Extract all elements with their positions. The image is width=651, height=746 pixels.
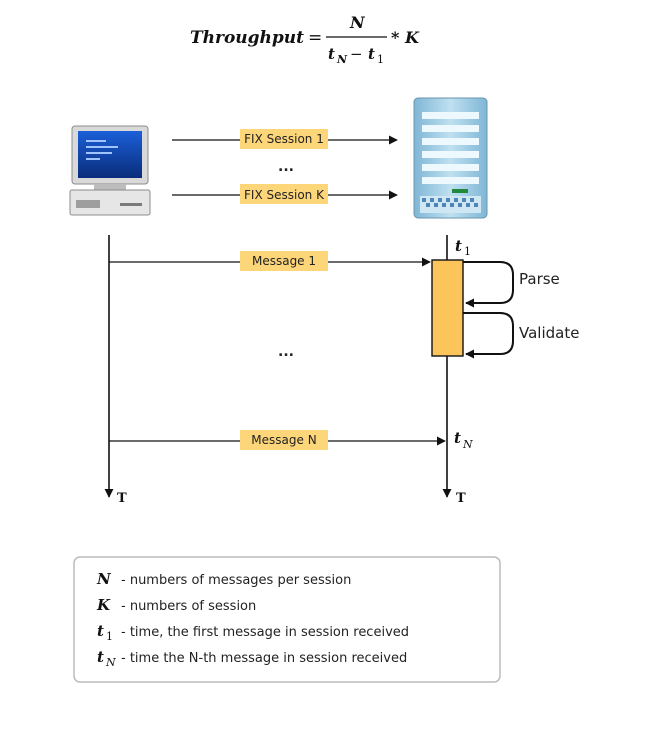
- server-tower-icon: [413, 97, 488, 219]
- fix-session-1-label: FIX Session 1: [244, 132, 324, 146]
- legend-desc-tn: - time the N-th message in session recei…: [121, 651, 407, 666]
- formula-lhs: Throughput: [190, 28, 304, 48]
- legend-item-n: N - numbers of messages per session: [96, 570, 351, 588]
- legend-item-tn: t N - time the N-th message in session r…: [97, 648, 407, 669]
- message-1-label: Message 1: [252, 254, 316, 268]
- message-n-arrow: Message N: [109, 430, 446, 450]
- formula-denominator-t1: t: [368, 45, 375, 63]
- legend-symbol-tn-sub: N: [105, 656, 116, 669]
- fix-session-1-arrow: FIX Session 1: [172, 129, 398, 149]
- fix-session-k-arrow: FIX Session K: [172, 184, 398, 204]
- server-lifeline-end-label: T: [456, 491, 466, 506]
- legend-item-k: K - numbers of session: [96, 596, 256, 614]
- legend-item-t1: t 1 - time, the first message in session…: [97, 622, 409, 643]
- parse-loop-arrow: [463, 261, 514, 308]
- fix-session-k-label-bg: [240, 184, 328, 204]
- message-n-label: Message N: [251, 433, 316, 447]
- formula-minus: −: [350, 45, 363, 63]
- processing-box: [431, 259, 464, 357]
- legend-desc-k: - numbers of session: [121, 599, 256, 614]
- formula-denominator-t1-sub: 1: [377, 53, 384, 66]
- desktop-computer-icon: [69, 125, 151, 216]
- legend-desc-n: - numbers of messages per session: [121, 573, 351, 588]
- message-1-arrow: Message 1: [109, 251, 431, 271]
- formula-numerator: N: [349, 13, 366, 32]
- legend-symbol-tn: t: [97, 648, 104, 666]
- legend-symbol-k: K: [96, 596, 111, 614]
- tN-marker-sub: N: [462, 438, 473, 451]
- fix-session-k-label: FIX Session K: [244, 188, 325, 202]
- throughput-formula: Throughput = N t N − t 1 * K: [190, 13, 420, 66]
- legend-box: N - numbers of messages per session K - …: [73, 556, 501, 683]
- sessions-ellipsis: ...: [278, 159, 294, 175]
- validate-loop-arrow: [463, 312, 514, 359]
- legend-desc-t1: - time, the first message in session rec…: [121, 625, 409, 640]
- formula-denominator-tN-sub: N: [336, 53, 348, 66]
- formula-times-k: * K: [391, 28, 420, 47]
- message-n-label-bg: [240, 430, 328, 450]
- formula-equals: =: [308, 28, 322, 48]
- legend-symbol-n: N: [96, 570, 112, 588]
- messages-ellipsis: ...: [278, 344, 294, 360]
- legend-symbol-t1: t: [97, 622, 104, 640]
- parse-label: Parse: [519, 270, 560, 288]
- legend-symbol-t1-sub: 1: [106, 630, 113, 643]
- t1-marker: t: [455, 237, 462, 255]
- tN-marker: t: [454, 429, 461, 447]
- validate-label: Validate: [519, 324, 579, 342]
- client-lifeline-end-label: T: [117, 491, 127, 506]
- formula-denominator-tN: t: [328, 45, 335, 63]
- t1-marker-sub: 1: [464, 245, 471, 258]
- message-1-label-bg: [240, 251, 328, 271]
- fix-session-1-label-bg: [240, 129, 328, 149]
